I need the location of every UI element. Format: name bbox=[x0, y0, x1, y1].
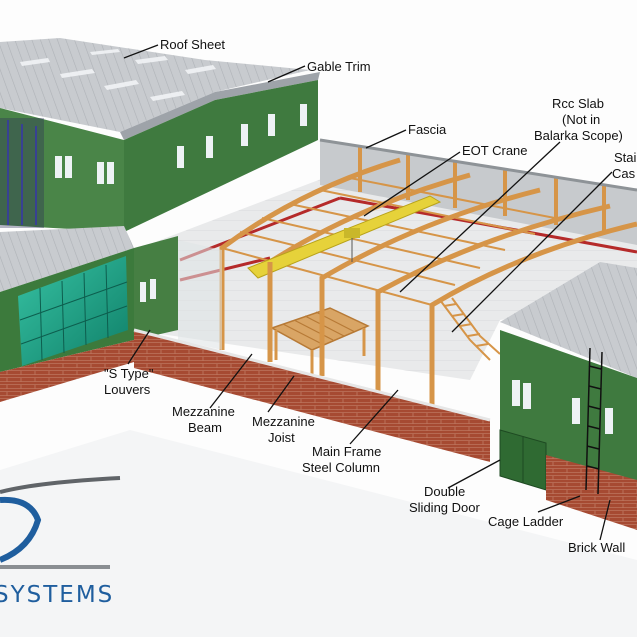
label-door-line2: Sliding Door bbox=[409, 500, 480, 515]
label-mezzanine-joist-line1: Mezzanine bbox=[252, 414, 315, 429]
roof-ridge bbox=[120, 72, 320, 140]
ground-plane bbox=[0, 430, 637, 637]
label-rcc-slab-line3: Balarka Scope) bbox=[534, 128, 623, 143]
purlins bbox=[221, 177, 566, 306]
logo-mark bbox=[0, 476, 121, 569]
label-brick-wall: Brick Wall bbox=[568, 540, 626, 555]
left-block-frame bbox=[7, 120, 37, 225]
windows-left-block bbox=[55, 104, 307, 184]
leader-lines bbox=[123, 44, 613, 541]
crane-hoist bbox=[344, 228, 360, 238]
windows-right-block bbox=[512, 380, 613, 434]
label-mezzanine-beam-line2: Beam bbox=[188, 420, 222, 435]
label-cage-ladder: Cage Ladder bbox=[488, 514, 564, 529]
label-louvers-line1: "S Type" bbox=[104, 366, 154, 381]
label-louvers-line2: Louvers bbox=[104, 382, 151, 397]
label-fascia: Fascia bbox=[408, 122, 447, 137]
label-rcc-slab-line1: Rcc Slab bbox=[552, 96, 605, 111]
label-eot-crane: EOT Crane bbox=[462, 143, 528, 158]
staircase bbox=[439, 297, 501, 361]
brand-name: SYSTEMS bbox=[0, 582, 115, 608]
roof-sheet-left bbox=[0, 38, 310, 132]
label-rcc-slab-line2: (Not in bbox=[562, 112, 601, 127]
roof-skylights bbox=[20, 49, 216, 101]
brick-wall-left bbox=[0, 340, 134, 402]
label-main-frame-line1: Main Frame bbox=[312, 444, 382, 459]
label-mezzanine-beam-line1: Mezzanine bbox=[172, 404, 235, 419]
glazing-panel bbox=[18, 256, 128, 366]
label-door-line1: Double bbox=[424, 484, 466, 499]
label-staircase-line2: Cas bbox=[612, 166, 636, 181]
mezzanine-posts bbox=[274, 328, 366, 376]
label-gable-trim: Gable Trim bbox=[307, 59, 371, 74]
fascia-trim bbox=[319, 138, 637, 192]
label-staircase-line1: Stai bbox=[614, 150, 637, 165]
brick-wall-right bbox=[546, 455, 637, 530]
roof-right-block bbox=[500, 262, 637, 378]
cage-ladder bbox=[585, 347, 603, 495]
glazing-mullions bbox=[19, 264, 128, 361]
front-curtain bbox=[178, 240, 222, 350]
label-main-frame-line2: Steel Column bbox=[302, 460, 381, 475]
brick-wall-front bbox=[134, 330, 490, 462]
roof-left-annex bbox=[0, 226, 134, 292]
label-roof-sheet: Roof Sheet bbox=[160, 37, 226, 52]
label-mezzanine-joist-line2: Joist bbox=[268, 430, 295, 445]
